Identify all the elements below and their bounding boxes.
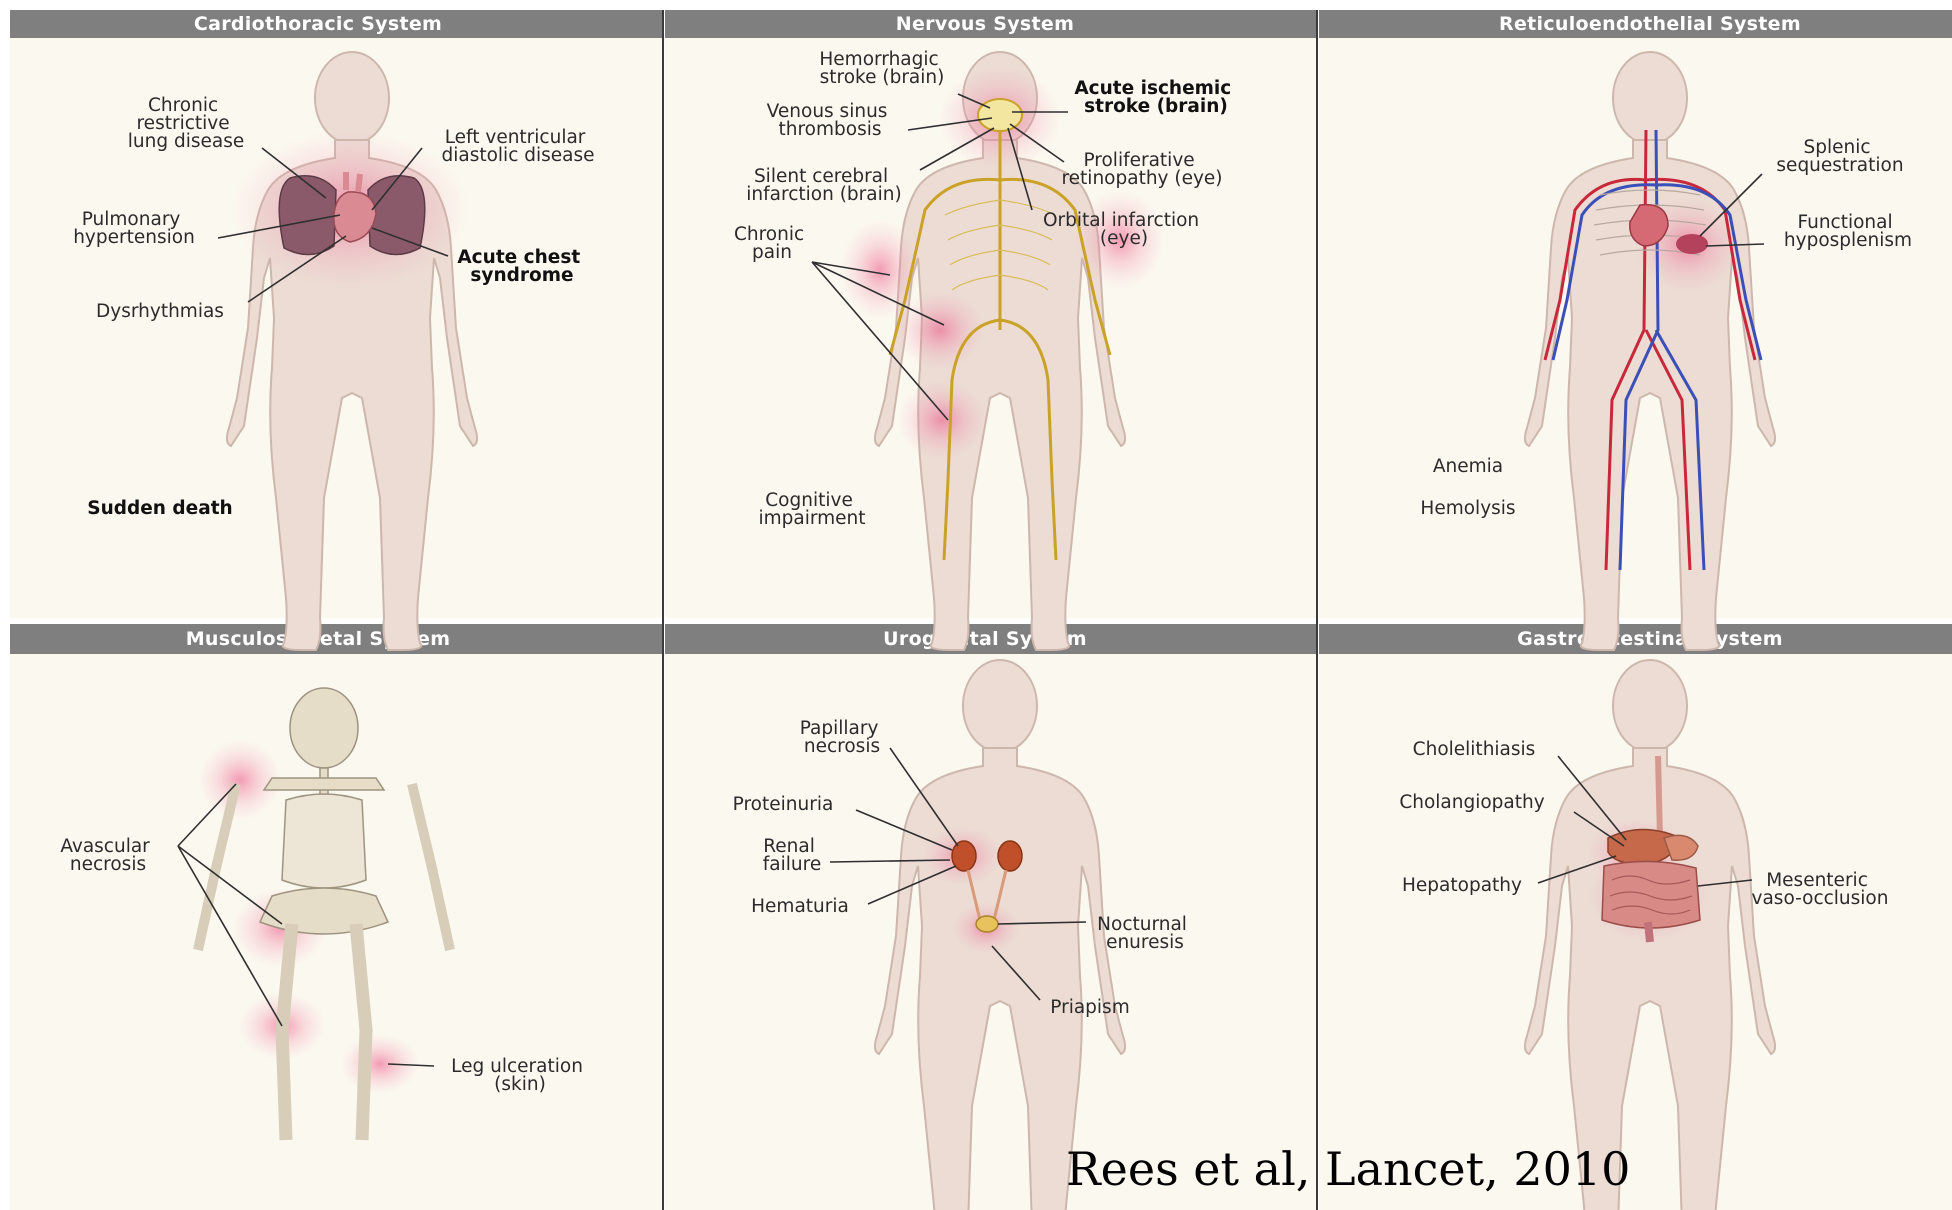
- label-avascular-necrosis: Avascular necrosis: [60, 836, 155, 875]
- reticuloendothelial-title: Reticuloendothelial System: [1499, 13, 1801, 35]
- nervous-title: Nervous System: [896, 13, 1074, 35]
- spleen: [1676, 234, 1708, 254]
- label-sudden-death: Sudden death: [87, 498, 232, 519]
- rib-cage: [282, 794, 366, 888]
- label-proteinuria: Proteinuria: [733, 794, 834, 815]
- label-pulmonary-hypertension: Pulmonary hypertension: [73, 209, 195, 248]
- label-mesenteric-vaso-occlusion: Mesenteric vaso-occlusion: [1752, 870, 1889, 909]
- label-nocturnal-enuresis: Nocturnal enuresis: [1097, 914, 1193, 953]
- label-papillary-necrosis: Papillary necrosis: [800, 718, 885, 757]
- citation: Rees et al, Lancet, 2010: [1066, 1142, 1630, 1196]
- esophagus: [1658, 756, 1660, 838]
- skull: [290, 688, 358, 768]
- brain: [978, 99, 1022, 131]
- label-left-ventricular-diastolic-disease: Left ventricular diastolic disease: [441, 127, 594, 166]
- label-anemia: Anemia: [1433, 456, 1503, 477]
- hip-glow: [895, 290, 985, 370]
- intestines: [1602, 861, 1700, 928]
- label-acute-ischemic-stroke: Acute ischemic stroke (brain): [1074, 78, 1237, 117]
- label-venous-sinus-thrombosis: Venous sinus thrombosis: [767, 101, 894, 140]
- gastrointestinal-title: Gastrointestinal System: [1517, 628, 1783, 650]
- pelvis: [260, 888, 388, 934]
- label-silent-cerebral-infarction: Silent cerebral infarction (brain): [746, 166, 901, 205]
- label-hemolysis: Hemolysis: [1420, 498, 1515, 519]
- label-acute-chest-syndrome: Acute chest syndrome: [457, 247, 586, 286]
- knee-glow: [897, 380, 987, 460]
- label-dysrhythmias: Dysrhythmias: [96, 301, 224, 322]
- rectum: [1648, 922, 1650, 942]
- label-functional-hyposplenism: Functional hyposplenism: [1784, 212, 1912, 251]
- shin-glow: [340, 1034, 420, 1094]
- label-cholangiopathy: Cholangiopathy: [1399, 792, 1544, 813]
- label-hematuria: Hematuria: [751, 896, 849, 917]
- left-lung: [279, 176, 336, 255]
- bladder: [976, 916, 998, 932]
- label-hepatopathy: Hepatopathy: [1402, 875, 1522, 896]
- label-cholelithiasis: Cholelithiasis: [1413, 739, 1536, 760]
- label-proliferative-retinopathy: Proliferative retinopathy (eye): [1061, 150, 1222, 189]
- label-hemorrhagic-stroke: Hemorrhagic stroke (brain): [819, 49, 944, 88]
- cardiothoracic-title: Cardiothoracic System: [194, 13, 442, 35]
- label-cognitive-impairment: Cognitive impairment: [758, 490, 865, 529]
- label-renal-failure: Renal failure: [763, 836, 821, 875]
- right-kidney: [998, 841, 1022, 871]
- label-priapism: Priapism: [1050, 997, 1129, 1018]
- clavicles: [264, 778, 384, 790]
- shoulder-glow: [198, 740, 282, 820]
